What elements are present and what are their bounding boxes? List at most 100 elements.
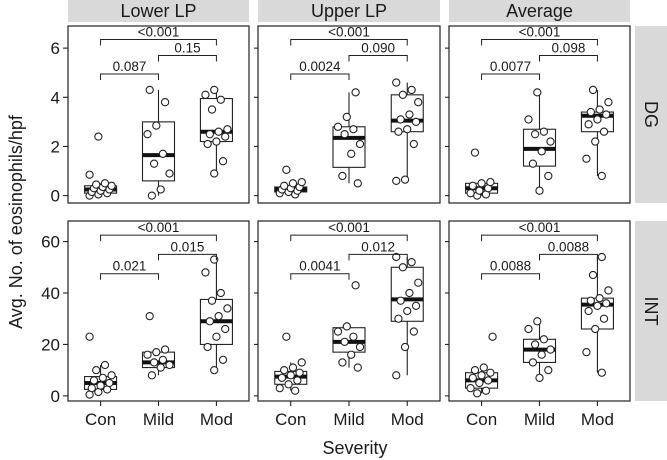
bracket-line [100,73,159,80]
y-tick-label: 40 [41,284,60,303]
bracket-line [100,273,159,280]
data-point [477,179,486,188]
comparison-bracket: 0.087 [100,59,159,80]
x-tick-label: Con [466,410,497,429]
p-value-label: 0.087 [113,59,147,74]
data-point [486,368,495,377]
x-tick-label: Mild [524,410,555,429]
comparison-bracket: 0.0088 [539,239,598,261]
data-point [340,130,349,139]
data-point [414,278,423,287]
data-point [282,165,291,174]
p-value-label: 0.0088 [548,239,589,254]
data-point [588,85,598,95]
data-point [586,296,595,305]
p-value-label: 0.090 [361,41,395,56]
row-strip-label: INT [641,297,661,326]
data-point [604,98,613,107]
data-point [96,381,105,390]
data-point [210,85,219,95]
data-point [524,115,533,124]
data-point [394,127,403,136]
y-tick-label: 0 [51,387,60,406]
bracket-line [290,73,350,80]
y-tick-label: 6 [51,39,60,58]
data-point [147,371,157,380]
data-point [409,327,418,336]
data-point [599,314,609,323]
data-point [94,132,103,141]
p-value-label: <0.001 [328,25,370,40]
data-point [400,342,410,352]
data-point [145,311,154,321]
data-point [223,304,232,313]
data-point [201,90,210,99]
data-point [203,342,212,352]
comparison-bracket: 0.021 [100,259,159,280]
data-point [466,383,475,393]
data-point [203,139,212,149]
column-strip-bg [449,0,630,22]
x-tick-label: Mod [391,410,424,429]
data-point [214,127,223,136]
box-mod [580,85,614,181]
data-point [340,337,349,347]
data-point [539,335,549,344]
bracket-line [481,234,598,242]
bracket-line [290,39,408,46]
data-point [275,383,284,393]
data-point [409,139,418,149]
data-point [158,149,168,158]
data-point [411,301,421,311]
data-point [414,98,423,107]
y-tick-label: 2 [51,137,60,156]
data-point [595,293,604,303]
data-point [218,157,228,166]
data-point [591,137,600,146]
data-point [597,171,606,181]
data-point [280,181,289,190]
data-point [599,127,609,136]
data-point [353,363,362,372]
data-point [85,332,94,341]
p-value-label: 0.015 [171,239,205,254]
data-point [535,186,544,195]
data-point [470,148,480,157]
data-point [351,88,360,97]
comparison-bracket: 0.098 [539,41,598,62]
box-mild [332,88,366,188]
data-point [288,179,298,188]
x-tick-label: Mild [143,410,174,429]
bracket-line [481,73,540,80]
box-con [274,332,308,395]
comparison-bracket: <0.001 [481,220,598,242]
bracket-line [539,55,598,62]
data-point [152,347,161,357]
data-point [392,371,401,380]
data-point [207,296,217,305]
data-point [392,252,401,262]
data-point [528,159,538,168]
data-point [396,296,405,305]
data-point [165,360,174,370]
data-point [582,154,591,163]
data-point [355,139,365,149]
data-point [597,368,606,377]
box-mod [390,78,424,186]
data-point [333,122,343,131]
y-tick-label: 4 [51,88,60,107]
data-point [297,358,306,367]
column-strip: Average [449,0,630,22]
comparison-bracket: 0.012 [348,239,408,261]
data-point [473,389,482,398]
data-point [479,363,488,372]
data-point [347,149,356,158]
box-con [465,148,499,200]
